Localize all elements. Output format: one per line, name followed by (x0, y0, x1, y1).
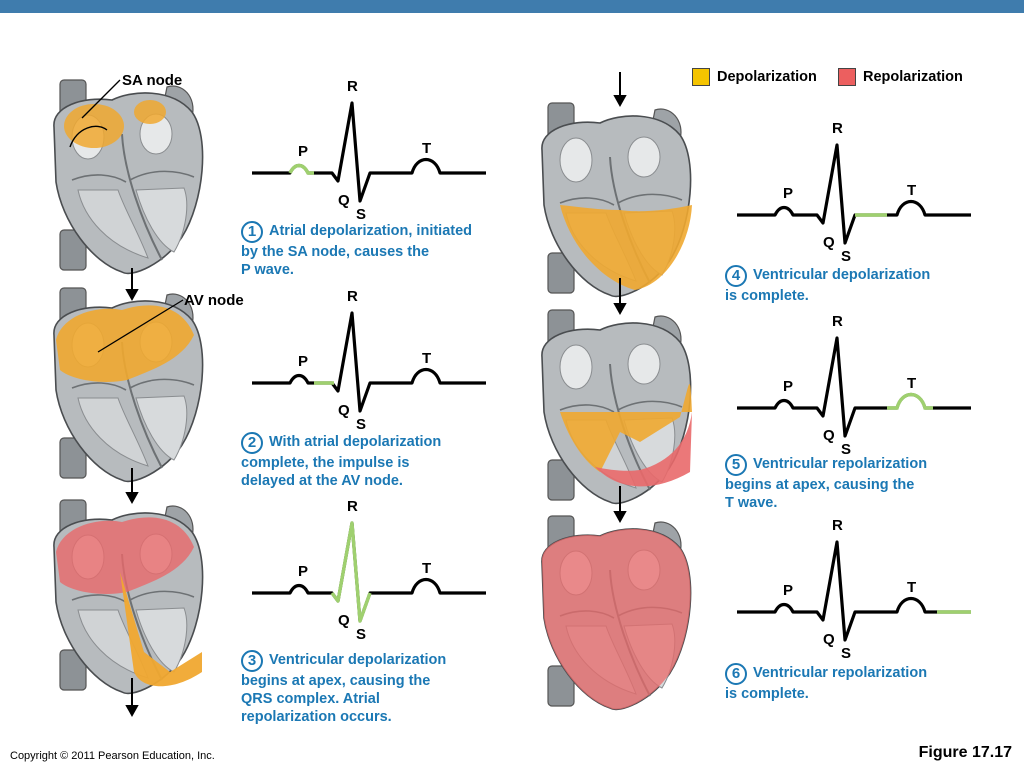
ecg-1-label-t: T (422, 140, 431, 157)
step-4-number: 4 (725, 265, 747, 287)
flow-arrows (125, 72, 627, 718)
ecg-6-label-t: T (907, 579, 916, 596)
ecg-3: R P T Q S (250, 498, 488, 643)
ecg-3-label-p: P (298, 563, 308, 580)
av-node-pointer (97, 299, 184, 353)
legend-repolarization: Repolarization (838, 66, 963, 88)
legend-depolarization: Depolarization (692, 66, 817, 88)
step-5-line-1: Ventricular repolarization (753, 456, 928, 472)
ecg-2-label-t: T (422, 350, 431, 367)
ecg-3-label-r: R (347, 498, 358, 515)
ecg-2-label-q: Q (338, 402, 350, 419)
ecg-4-label-p: P (783, 185, 793, 202)
ecg-1-label-p: P (298, 143, 308, 160)
depolarization-swatch (692, 68, 710, 86)
ecg-2-label-r: R (347, 288, 358, 305)
ecg-6-label-r: R (832, 517, 843, 534)
ecg-6-label-q: Q (823, 631, 835, 648)
ecg-4-label-t: T (907, 182, 916, 199)
ecg-5-label-p: P (783, 378, 793, 395)
ecg-2-label-p: P (298, 353, 308, 370)
copyright-text: Copyright © 2011 Pearson Education, Inc. (10, 750, 215, 762)
step-1-number: 1 (241, 221, 263, 243)
sa-node-label: SA node (122, 72, 183, 89)
step-5-number: 5 (725, 454, 747, 476)
ecg-2: R P T Q S (250, 288, 488, 433)
top-bar (0, 0, 1024, 13)
step-1-line-3: P wave. (241, 262, 294, 278)
figure-number: Figure 17.17 (918, 744, 1012, 761)
step-6-number: 6 (725, 663, 747, 685)
step-3-line-3: QRS complex. Atrial (241, 691, 380, 707)
step-6-line-2: is complete. (725, 686, 809, 702)
ecg-1-label-r: R (347, 78, 358, 95)
step-5-line-3: T wave. (725, 495, 778, 511)
sa-node-pointer (81, 79, 121, 119)
legend-repolarization-label: Repolarization (863, 69, 963, 85)
repolarization-swatch (838, 68, 856, 86)
ecg-1: R P T Q S (250, 78, 488, 223)
ecg-6-label-p: P (783, 582, 793, 599)
ecg-3-label-q: Q (338, 612, 350, 629)
ecg-5-label-q: Q (823, 427, 835, 444)
ecg-5: R P T Q S (735, 313, 973, 458)
heart-1 (52, 79, 204, 275)
ecg-5-label-s: S (841, 441, 851, 458)
ecg-6: R P T Q S (735, 517, 973, 662)
ecg-4-label-r: R (832, 120, 843, 137)
step-6-caption: 6 Ventricular repolarization is complete. (725, 663, 1024, 703)
step-2-caption: 2 With atrial depolarization complete, th… (241, 432, 541, 490)
ecg-5-label-r: R (832, 313, 843, 330)
step-3-line-2: begins at apex, causing the (241, 673, 431, 689)
legend-depolarization-label: Depolarization (717, 69, 817, 85)
step-1-caption: 1 Atrial depolarization, initiated by the… (241, 221, 541, 279)
ecg-5-label-t: T (907, 375, 916, 392)
ecg-3-label-s: S (356, 626, 366, 643)
step-5-line-2: begins at apex, causing the (725, 477, 915, 493)
step-5-caption: 5 Ventricular repolarization begins at ap… (725, 454, 1024, 512)
heart-3 (52, 499, 204, 695)
step-3-caption: 3 Ventricular depolarization begins at ap… (241, 650, 541, 726)
heart-5 (540, 309, 692, 505)
heart-2 (52, 287, 204, 483)
heart-4 (540, 102, 692, 298)
ecg-6-label-s: S (841, 645, 851, 662)
step-1-line-2: by the SA node, causes the (241, 244, 430, 260)
step-6-line-1: Ventricular repolarization (753, 665, 928, 681)
step-4-line-2: is complete. (725, 288, 809, 304)
step-4-caption: 4 Ventricular depolarization is complete. (725, 265, 1024, 305)
step-1-line-1: Atrial depolarization, initiated (269, 223, 473, 239)
step-2-number: 2 (241, 432, 263, 454)
step-2-line-1: With atrial depolarization (269, 434, 442, 450)
ecg-1-label-s: S (356, 206, 366, 223)
step-3-line-1: Ventricular depolarization (269, 652, 447, 668)
ecg-3-label-t: T (422, 560, 431, 577)
ecg-1-label-q: Q (338, 192, 350, 209)
step-2-line-3: delayed at the AV node. (241, 473, 403, 489)
step-2-line-2: complete, the impulse is (241, 455, 410, 471)
heart-6 (540, 515, 692, 711)
av-node-label: AV node (184, 292, 244, 309)
step-4-line-1: Ventricular depolarization (753, 267, 931, 283)
ecg-4-label-q: Q (823, 234, 835, 251)
ecg-4: R P T Q S (735, 120, 973, 265)
step-3-number: 3 (241, 650, 263, 672)
ecg-2-label-s: S (356, 416, 366, 433)
step-3-line-4: repolarization occurs. (241, 709, 392, 725)
ecg-4-label-s: S (841, 248, 851, 265)
